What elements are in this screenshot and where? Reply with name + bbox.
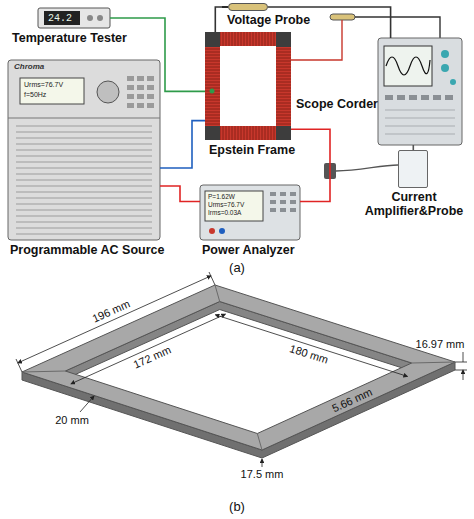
device-label: Epstein Frame [209,144,295,158]
panel-divider [8,118,160,119]
wire [110,18,205,91]
winding [205,47,220,126]
display-text: Irms=0.03A [208,209,241,216]
device-label: Power Analyzer [202,244,295,258]
epstein-frame: Epstein Frame [205,32,291,140]
frame-corner [276,32,291,47]
device-label: Voltage Probe [227,14,310,28]
knob [450,79,456,85]
panel-lines [385,110,455,134]
temperature-tester: Temperature Tester24.2 [38,8,110,28]
knob [97,81,119,103]
ac-source: Programmable AC SourceChromaUrms=76.7Vf=… [8,60,160,240]
device-case [200,185,300,240]
display [205,191,263,221]
device-label: Temperature Tester [12,32,127,46]
dimension-label: 20 mm [55,414,89,426]
display [20,78,84,104]
wire [160,121,205,168]
display-text: Chroma [14,63,44,72]
device-label: Current Amplifier&Probe [359,191,469,219]
vent-grille [16,126,152,234]
voltage-probe: Voltage Probe [228,3,268,11]
device-case [38,8,110,28]
device-label: Programmable AC Source [10,244,164,258]
clamp-cable [336,165,398,171]
epstein-frame-body [205,32,291,140]
buttons [385,95,453,100]
waveform [386,57,430,75]
frame-model [22,285,455,458]
display-text: 24.2 [48,13,72,24]
frame-corner [205,32,220,47]
ac-source-body [8,60,160,240]
dimension-line [215,315,407,377]
wire [291,129,330,201]
winding [276,47,291,126]
dimension-label: 16.97 mm [416,338,465,350]
power-analyzer: Power AnalyzerP=1.62WUrms=76.7VIrms=0.03… [200,185,300,240]
frame-corner [205,126,220,140]
terminal [209,228,215,234]
display-text: P=1.62W [208,193,235,200]
corner-joint [22,285,455,450]
knob [441,64,449,72]
panel-label: (b) [229,500,245,514]
display-text: Urms=76.7V [208,201,244,208]
display-text: Urms=76.7V [24,81,63,89]
dimension-lines [16,272,467,467]
keypad [127,76,154,108]
sensor-point [210,89,215,94]
knob [441,50,449,58]
wire [215,7,228,32]
frame-corner [276,126,291,140]
screen [384,46,432,86]
top-face [22,285,455,450]
button [97,15,103,21]
display-text: f=50Hz [24,91,46,99]
extension-line [16,272,215,372]
device-label: Scope Corder [296,98,378,112]
extension-line [455,362,467,370]
temperature-tester-body [38,8,110,28]
voltage-probe-icon [330,14,355,20]
dimension-line [463,352,464,380]
dimension-label: 180 mm [288,342,330,366]
dimension-line [71,314,225,384]
dimension-label: 17.5 mm [241,468,284,480]
winding [220,126,276,140]
terminal [219,228,225,234]
cabinet [8,60,160,240]
device-case [378,38,462,145]
winding [220,32,276,46]
probe-wire [355,17,440,38]
scope-corder-body [378,38,462,145]
keypad [270,192,296,212]
display [44,11,80,25]
leader-line [80,396,94,412]
panel-label: (a) [229,261,245,275]
button [87,15,93,21]
power-analyzer-body [200,185,300,240]
leader-line [262,459,263,467]
scope-corder: Scope Corder [378,38,462,145]
wire [160,186,200,202]
current-amplifier: Current Amplifier&Probe [398,150,428,188]
dimension-line [18,276,211,363]
